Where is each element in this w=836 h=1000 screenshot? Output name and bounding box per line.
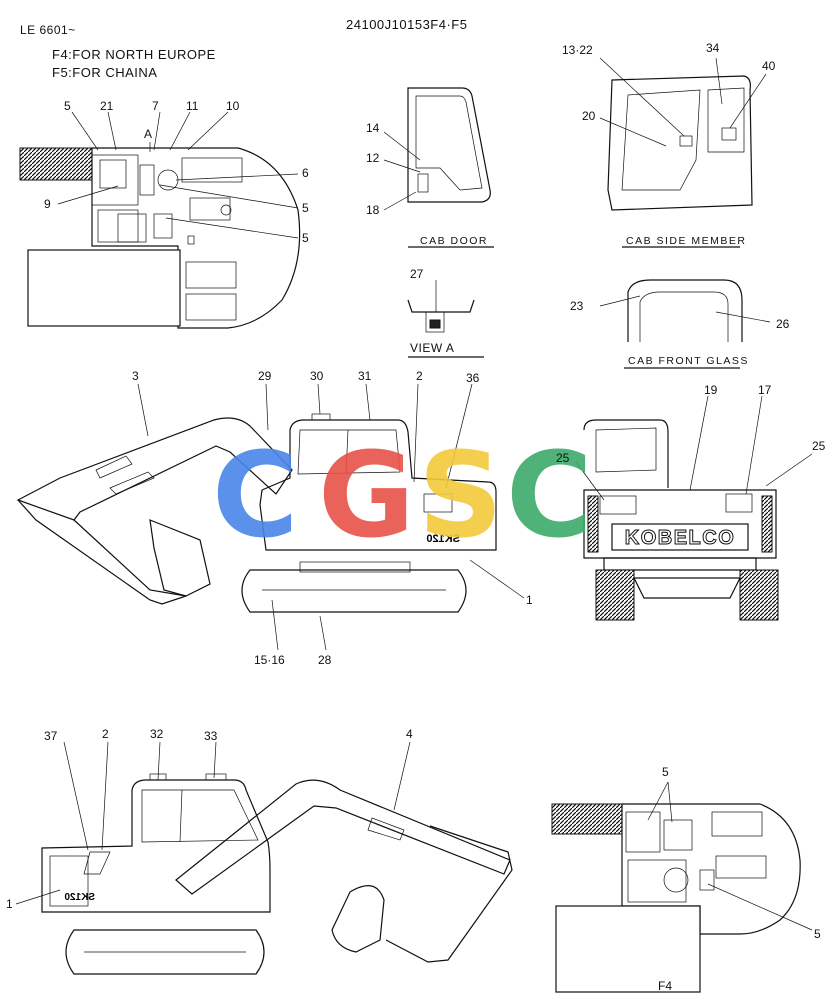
callout-1: 1 xyxy=(526,593,533,607)
watermark: C G S C xyxy=(212,426,593,564)
callout-17: 17 xyxy=(758,383,772,397)
callout-31: 31 xyxy=(358,369,372,383)
watermark-letter-3: S xyxy=(418,426,503,564)
watermark-letter-4: C xyxy=(506,426,593,564)
callout-2-left: 2 xyxy=(102,727,109,741)
callout-7: 7 xyxy=(152,99,159,113)
caption-f4: F4 xyxy=(658,979,673,993)
rear-view-excavator: KOBELCO xyxy=(575,395,813,621)
callout-29: 29 xyxy=(258,369,272,383)
callout-11: 11 xyxy=(186,99,199,113)
callout-1-left: 1 xyxy=(6,897,13,911)
callout-34: 34 xyxy=(706,41,720,55)
callout-40: 40 xyxy=(762,59,776,73)
f4-view-drawing xyxy=(551,781,813,993)
callout-18: 18 xyxy=(366,203,380,217)
watermark-letter-2: G xyxy=(318,426,415,564)
callout-25a: 25 xyxy=(556,451,570,465)
left-view-excavator: SK120 xyxy=(15,741,513,975)
callout-32: 32 xyxy=(150,727,164,741)
callout-33: 33 xyxy=(204,729,218,743)
side-view-excavator: SK120 xyxy=(16,383,525,651)
callout-30: 30 xyxy=(310,369,324,383)
callout-37: 37 xyxy=(44,729,58,743)
left-decal-model: SK120 xyxy=(64,892,95,903)
cab-side-member-drawing xyxy=(599,57,767,248)
caption-cab-front-glass: CAB FRONT GLASS xyxy=(628,355,749,367)
callout-a: A xyxy=(144,127,153,141)
callout-23: 23 xyxy=(570,299,584,313)
rear-decal-brand: KOBELCO xyxy=(625,527,736,549)
cab-door-drawing xyxy=(383,87,494,248)
serial-label: LE 6601~ xyxy=(20,23,76,37)
callout-5-f4b: 5 xyxy=(814,927,821,941)
callout-5: 5 xyxy=(64,99,71,113)
callout-13-22: 13·22 xyxy=(562,43,593,57)
callout-5c: 5 xyxy=(302,231,309,245)
callout-21: 21 xyxy=(100,99,114,113)
variant-f5-label: F5:FOR CHAINA xyxy=(52,65,158,80)
callout-9: 9 xyxy=(44,197,51,211)
callout-20: 20 xyxy=(582,109,596,123)
part-number: 24100J10153F4·F5 xyxy=(346,17,468,32)
watermark-letter-1: C xyxy=(212,426,299,564)
caption-cab-side-member: CAB SIDE MEMBER xyxy=(626,235,747,247)
callout-5-f4a: 5 xyxy=(662,765,669,779)
callout-26: 26 xyxy=(776,317,790,331)
callout-6: 6 xyxy=(302,166,309,180)
callout-19: 19 xyxy=(704,383,718,397)
caption-view-a: VIEW A xyxy=(410,341,455,355)
callout-10: 10 xyxy=(226,99,240,113)
callout-36: 36 xyxy=(466,371,480,385)
callout-12: 12 xyxy=(366,151,380,165)
callout-5b: 5 xyxy=(302,201,309,215)
callout-25b: 25 xyxy=(812,439,826,453)
view-a-drawing xyxy=(407,280,484,358)
cab-front-glass-drawing xyxy=(599,279,771,369)
callout-27: 27 xyxy=(410,267,424,281)
callout-28: 28 xyxy=(318,653,332,667)
side-decal-model: SK120 xyxy=(426,533,460,545)
variant-f4-label: F4:FOR NORTH EUROPE xyxy=(52,47,216,62)
callout-14: 14 xyxy=(366,121,380,135)
callout-3: 3 xyxy=(132,369,139,383)
caption-cab-door: CAB DOOR xyxy=(420,235,489,247)
callout-2: 2 xyxy=(416,369,423,383)
top-view-drawing xyxy=(19,111,301,329)
callout-4: 4 xyxy=(406,727,413,741)
callout-15-16: 15·16 xyxy=(254,653,285,667)
